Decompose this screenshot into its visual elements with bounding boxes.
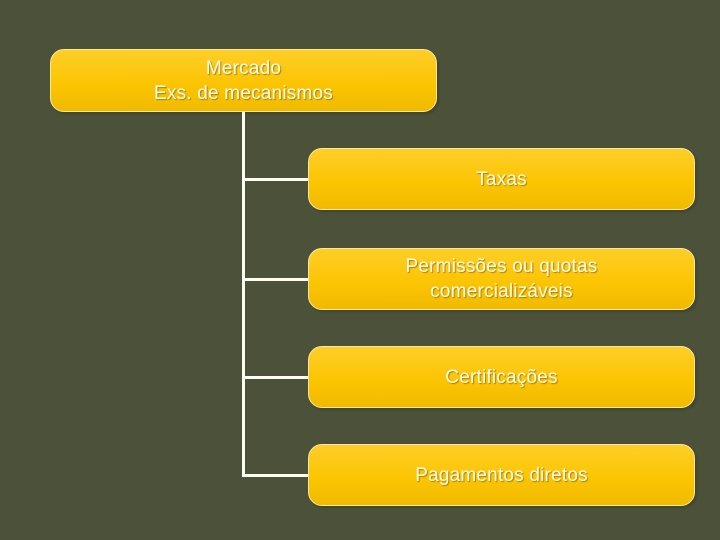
connector-permissoes bbox=[242, 278, 308, 281]
node-taxas-label: Taxas bbox=[476, 168, 527, 190]
node-certificacoes[interactable]: Certificações bbox=[308, 346, 695, 408]
node-permissoes[interactable]: Permissões ou quotas comercializáveis bbox=[308, 248, 695, 310]
node-root-label: Mercado Exs. de mecanismos bbox=[154, 57, 333, 104]
connector-trunk bbox=[242, 112, 245, 477]
connector-taxas bbox=[242, 178, 308, 181]
node-permissoes-label: Permissões ou quotas comercializáveis bbox=[405, 256, 598, 302]
node-pagamentos-label: Pagamentos diretos bbox=[415, 464, 588, 486]
connector-certificacoes bbox=[242, 376, 308, 379]
node-root-mercado[interactable]: Mercado Exs. de mecanismos bbox=[50, 49, 437, 112]
node-pagamentos[interactable]: Pagamentos diretos bbox=[308, 444, 695, 506]
node-certificacoes-label: Certificações bbox=[445, 366, 558, 388]
connector-pagamentos bbox=[242, 474, 308, 477]
node-taxas[interactable]: Taxas bbox=[308, 148, 695, 210]
